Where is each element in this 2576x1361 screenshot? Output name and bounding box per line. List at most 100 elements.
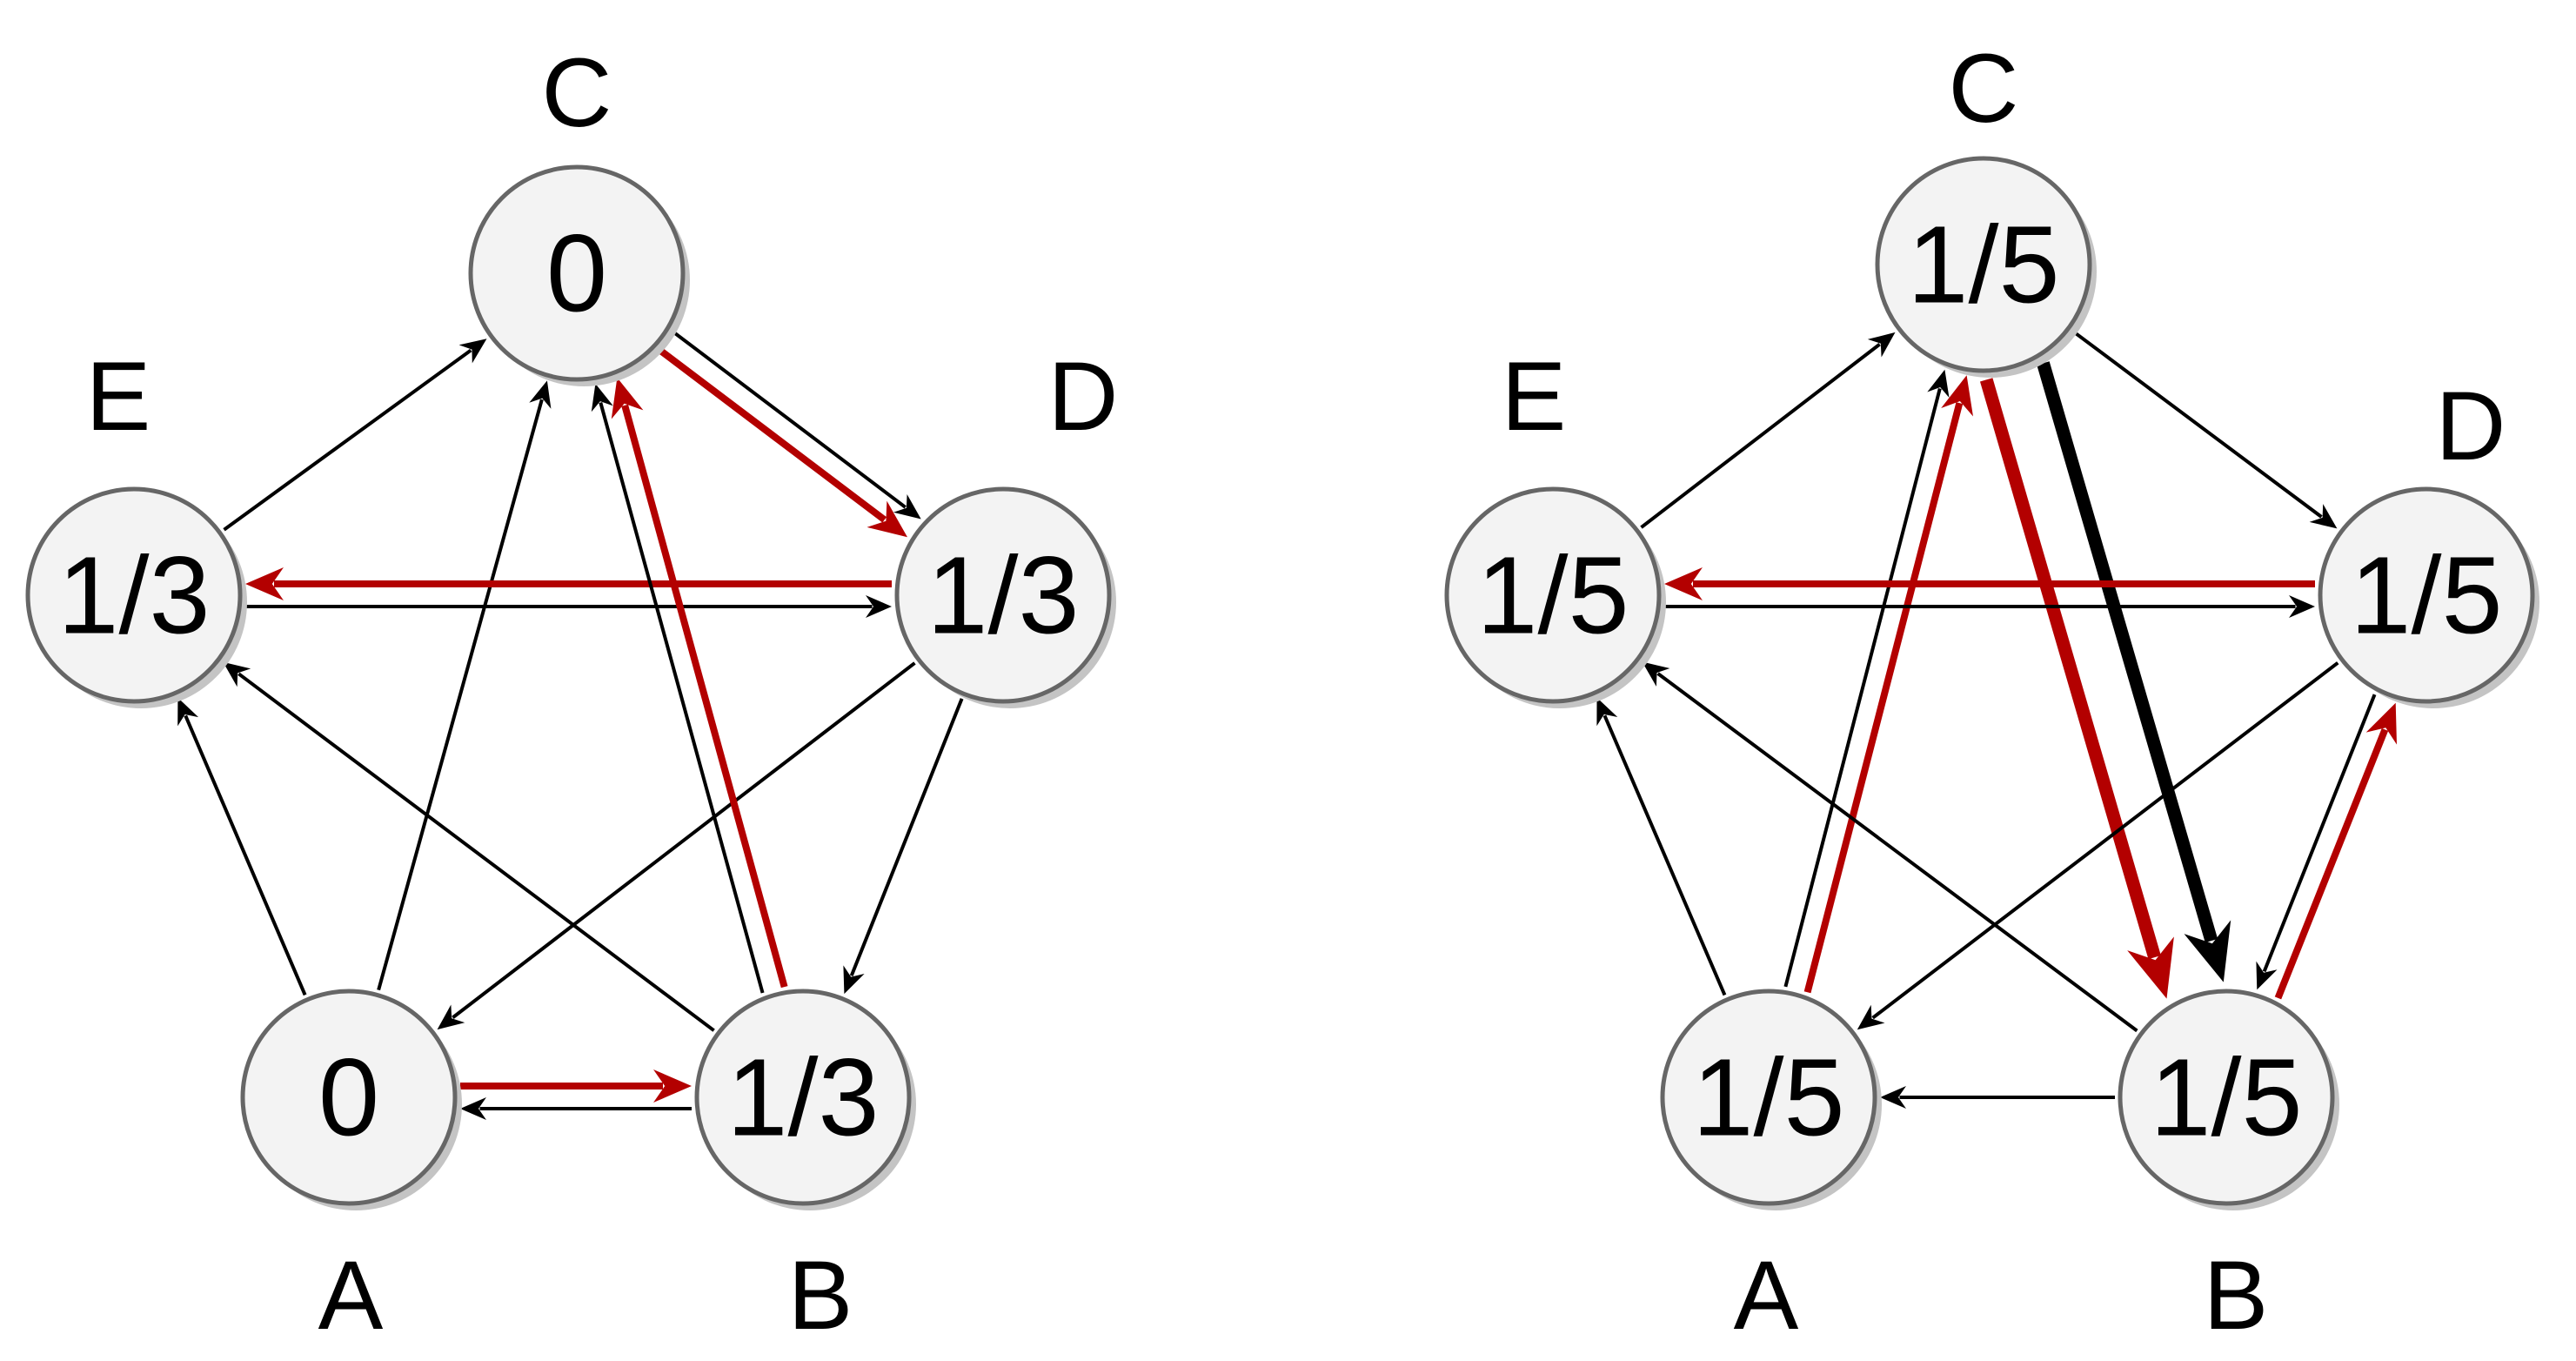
node-b-value: 1/5 [2150, 1036, 2302, 1159]
edge-b-to-c-highlight [611, 378, 788, 989]
edge-a-to-c-highlight [1803, 375, 1973, 994]
edge-d-to-e-highlight [245, 567, 892, 600]
arrowhead [866, 500, 907, 538]
arrowhead [866, 595, 892, 618]
edge-line [1783, 387, 1942, 988]
edges-left [177, 330, 964, 1120]
arrowhead [1867, 332, 1896, 358]
edge-b-to-c [591, 383, 765, 994]
graph-right: 1/5 C 1/5 D 1/5 E 1/5 A 1/5 B [1444, 34, 2539, 1350]
edge-line [452, 661, 916, 1019]
node-b-value: 1/3 [726, 1036, 879, 1159]
edge-b-to-e [223, 661, 715, 1032]
edge-line [1656, 672, 2138, 1033]
edge-line [1602, 714, 1727, 996]
edge-d-to-a [437, 661, 916, 1030]
node-c-label: C [542, 38, 612, 147]
edge-c-to-d [671, 330, 921, 520]
edge-line [1803, 402, 1964, 994]
edge-line [656, 346, 887, 523]
edge-line [238, 672, 715, 1032]
node-a-label: A [318, 1241, 384, 1350]
arrowhead [843, 965, 865, 995]
node-e-label: E [1502, 342, 1567, 451]
node-b-right: 1/5 B [2118, 989, 2339, 1350]
edge-line [1979, 378, 2161, 960]
edge-line [2071, 329, 2323, 519]
arrowhead [2127, 936, 2174, 999]
edge-line [621, 404, 788, 989]
arrowhead [529, 380, 552, 409]
arrowhead [1927, 369, 1950, 398]
node-e-right: 1/5 E [1444, 342, 1666, 708]
node-d-right: 1/5 D [2318, 372, 2539, 708]
arrowhead [1857, 1004, 1885, 1030]
edge-d-to-a [1857, 661, 2339, 1030]
edge-a-to-e [1596, 697, 1727, 996]
node-c-left: 0 C [468, 38, 690, 386]
edge-line [599, 402, 765, 994]
node-e-left: 1/3 E [25, 342, 247, 708]
arrowhead [245, 567, 284, 600]
edge-d-to-b [843, 698, 964, 995]
edge-line [184, 714, 307, 996]
edge-line [849, 698, 964, 976]
node-e-value: 1/3 [57, 534, 210, 657]
node-d-value: 1/5 [2350, 534, 2502, 657]
edge-c-to-b-highlight [1979, 378, 2174, 999]
arrowhead [2184, 920, 2231, 982]
arrowhead [893, 494, 921, 520]
node-c-value: 0 [546, 212, 607, 335]
node-e-value: 1/5 [1476, 534, 1629, 657]
edge-d-to-b [2256, 694, 2377, 990]
edge-line [2274, 727, 2389, 1000]
edges-right [1596, 329, 2397, 1109]
arrowhead [2256, 961, 2278, 990]
arrowhead [1596, 697, 1618, 727]
node-d-left: 1/3 D [894, 342, 1119, 708]
arrowhead [591, 383, 613, 412]
edge-e-to-c [223, 339, 487, 532]
arrowhead [223, 661, 251, 687]
node-c-value: 1/5 [1907, 204, 2059, 326]
node-a-value: 1/5 [1692, 1036, 1844, 1159]
node-b-label: B [2204, 1241, 2269, 1350]
arrowhead [458, 339, 487, 364]
arrowhead [2365, 702, 2397, 745]
edge-line [1871, 661, 2339, 1020]
edge-b-to-a [1880, 1086, 2115, 1109]
edge-line [671, 330, 907, 509]
edge-line [223, 348, 472, 532]
node-d-label: D [2436, 372, 2506, 480]
node-b-left: 1/3 B [694, 989, 916, 1350]
edge-e-to-c [1640, 332, 1896, 529]
edge-a-to-e [177, 697, 307, 996]
node-c-right: 1/5 C [1875, 34, 2097, 378]
node-d-label: D [1048, 342, 1119, 451]
arrowhead [437, 1004, 465, 1030]
edge-line [377, 399, 544, 991]
arrowhead [177, 697, 199, 727]
edge-a-to-b-highlight [460, 1069, 692, 1103]
edge-b-to-a [460, 1097, 692, 1120]
arrowhead [611, 378, 644, 419]
edge-c-to-b [2037, 361, 2231, 982]
arrowhead [1880, 1086, 1906, 1109]
node-a-left: 0 A [240, 989, 462, 1350]
node-a-value: 0 [318, 1036, 379, 1159]
arrowhead [1664, 567, 1703, 600]
node-a-label: A [1734, 1241, 1799, 1350]
edge-d-to-e-highlight [1664, 567, 2315, 600]
arrowhead [2289, 595, 2315, 618]
edge-b-to-e [1642, 661, 2138, 1033]
node-d-value: 1/3 [927, 534, 1079, 657]
edge-line [1640, 343, 1881, 529]
edge-a-to-c [377, 380, 552, 991]
edge-e-to-d [1664, 595, 2315, 618]
arrowhead [1642, 661, 1670, 687]
node-b-label: B [788, 1241, 853, 1350]
edge-b-to-d-highlight [2274, 702, 2397, 1000]
arrowhead [460, 1097, 486, 1120]
node-a-right: 1/5 A [1660, 989, 1882, 1350]
